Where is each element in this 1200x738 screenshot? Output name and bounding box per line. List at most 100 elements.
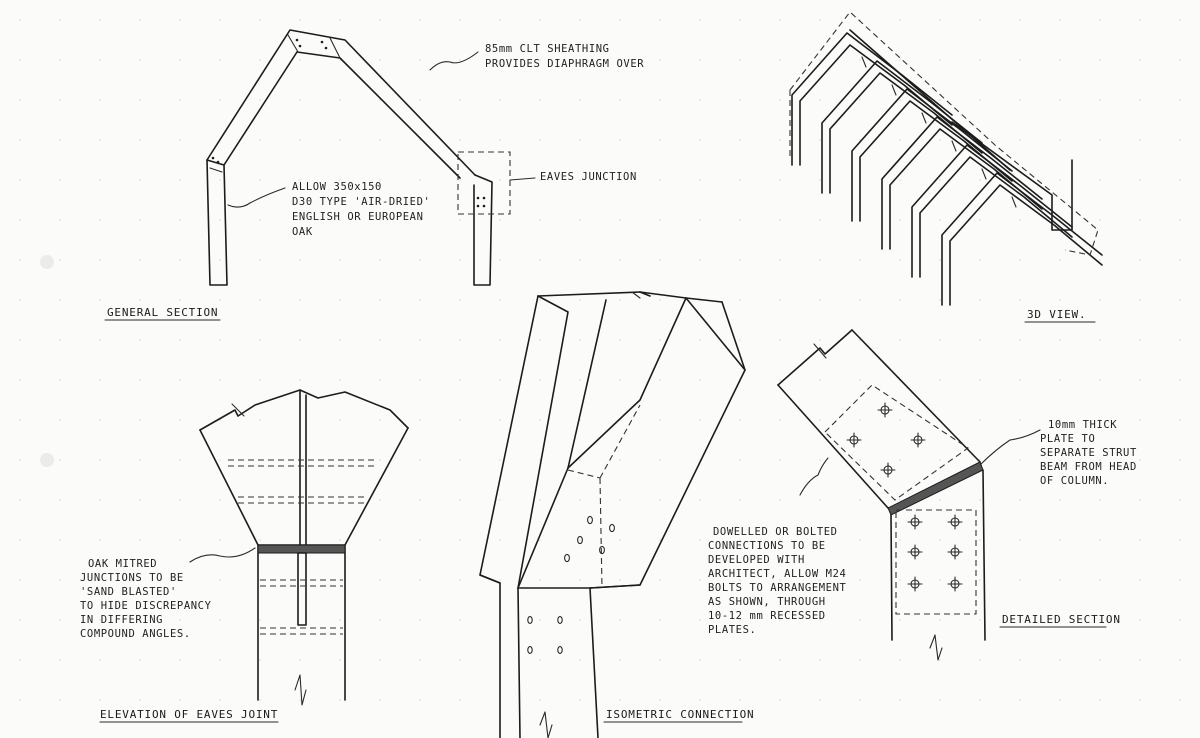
grid-dot [819, 299, 821, 301]
grid-dot [619, 699, 621, 701]
grid-dot [619, 499, 621, 501]
grid-dot [619, 19, 621, 21]
grid-dot [99, 339, 101, 341]
grid-dot [1019, 539, 1021, 541]
grid-dot [939, 619, 941, 621]
grid-dot [99, 699, 101, 701]
grid-dot [1059, 19, 1061, 21]
grid-dot [1099, 99, 1101, 101]
grid-dot [819, 259, 821, 261]
grid-dot [99, 139, 101, 141]
grid-dot [259, 419, 261, 421]
grid-dot [859, 699, 861, 701]
grid-dot [19, 219, 21, 221]
grid-dot [899, 539, 901, 541]
grid-dot [579, 539, 581, 541]
grid-dot [979, 419, 981, 421]
grid-dot [899, 419, 901, 421]
3d-frame [851, 88, 1013, 222]
grid-dot [979, 299, 981, 301]
grid-dot [659, 339, 661, 341]
grid-dot [1179, 619, 1181, 621]
grid-dot [659, 179, 661, 181]
title-elevation: ELEVATION OF EAVES JOINT [100, 708, 278, 721]
grid-dot [699, 59, 701, 61]
grid-dot [499, 459, 501, 461]
grid-dot [419, 459, 421, 461]
grid-dot [259, 619, 261, 621]
grid-dot [579, 259, 581, 261]
grid-dot [579, 379, 581, 381]
3d-frame [881, 116, 1043, 250]
grid-dot [979, 179, 981, 181]
grid-dot [379, 339, 381, 341]
grid-dot [619, 659, 621, 661]
grid-dot [379, 219, 381, 221]
grid-dot [979, 459, 981, 461]
grid-dot [899, 459, 901, 461]
grid-dot [1059, 419, 1061, 421]
grid-dot [339, 19, 341, 21]
grid-dot [419, 539, 421, 541]
grid-dot [179, 19, 181, 21]
grid-dot [1059, 339, 1061, 341]
grid-dot [859, 539, 861, 541]
note-clt-line1: 85mm CLT SHEATHING [485, 43, 610, 55]
grid-dot [699, 259, 701, 261]
grid-dot [299, 19, 301, 21]
grid-dot [699, 179, 701, 181]
grid-dot [819, 179, 821, 181]
3d-ridge [849, 29, 1011, 171]
grid-dot [1059, 459, 1061, 461]
grid-dot [1139, 459, 1141, 461]
grid-dot [299, 379, 301, 381]
grid-dot [259, 59, 261, 61]
grid-dot [259, 179, 261, 181]
grid-dot [19, 259, 21, 261]
grid-dot [739, 339, 741, 341]
grid-dot [1139, 299, 1141, 301]
grid-dot [219, 579, 221, 581]
grid-dot [899, 259, 901, 261]
grid-dot [179, 459, 181, 461]
grid-dot [1179, 339, 1181, 341]
grid-dot [859, 299, 861, 301]
grid-dot [419, 299, 421, 301]
grid-dot [19, 499, 21, 501]
grid-dot [779, 619, 781, 621]
note-dowel-line5: BOLTS TO ARRANGEMENT [708, 582, 847, 594]
grid-dot [539, 579, 541, 581]
grid-dot [899, 99, 901, 101]
grid-dot [779, 259, 781, 261]
grid-dot [659, 59, 661, 61]
grid-dot [1019, 699, 1021, 701]
grid-dot [779, 299, 781, 301]
grid-dot [459, 19, 461, 21]
grid-dot [939, 219, 941, 221]
grid-dot [1139, 339, 1141, 341]
grid-dot [1139, 659, 1141, 661]
grid-dot [859, 99, 861, 101]
grid-dot [299, 259, 301, 261]
grid-dot [459, 659, 461, 661]
grid-dot [419, 219, 421, 221]
grid-dot [459, 419, 461, 421]
binder-hole [40, 255, 54, 269]
grid-dot [1099, 579, 1101, 581]
grid-dot [259, 339, 261, 341]
grid-dot [99, 659, 101, 661]
grid-dot [819, 219, 821, 221]
note-mitred-line5: IN DIFFERING [80, 614, 163, 626]
grid-dot [899, 699, 901, 701]
grid-dot [1019, 99, 1021, 101]
grid-dot [939, 659, 941, 661]
grid-dot [339, 99, 341, 101]
grid-dot [299, 339, 301, 341]
grid-dot [1019, 259, 1021, 261]
grid-dot [819, 499, 821, 501]
grid-dot [459, 539, 461, 541]
grid-dot [379, 659, 381, 661]
grid-dot [819, 59, 821, 61]
grid-dot [219, 459, 221, 461]
grid-dot [659, 659, 661, 661]
